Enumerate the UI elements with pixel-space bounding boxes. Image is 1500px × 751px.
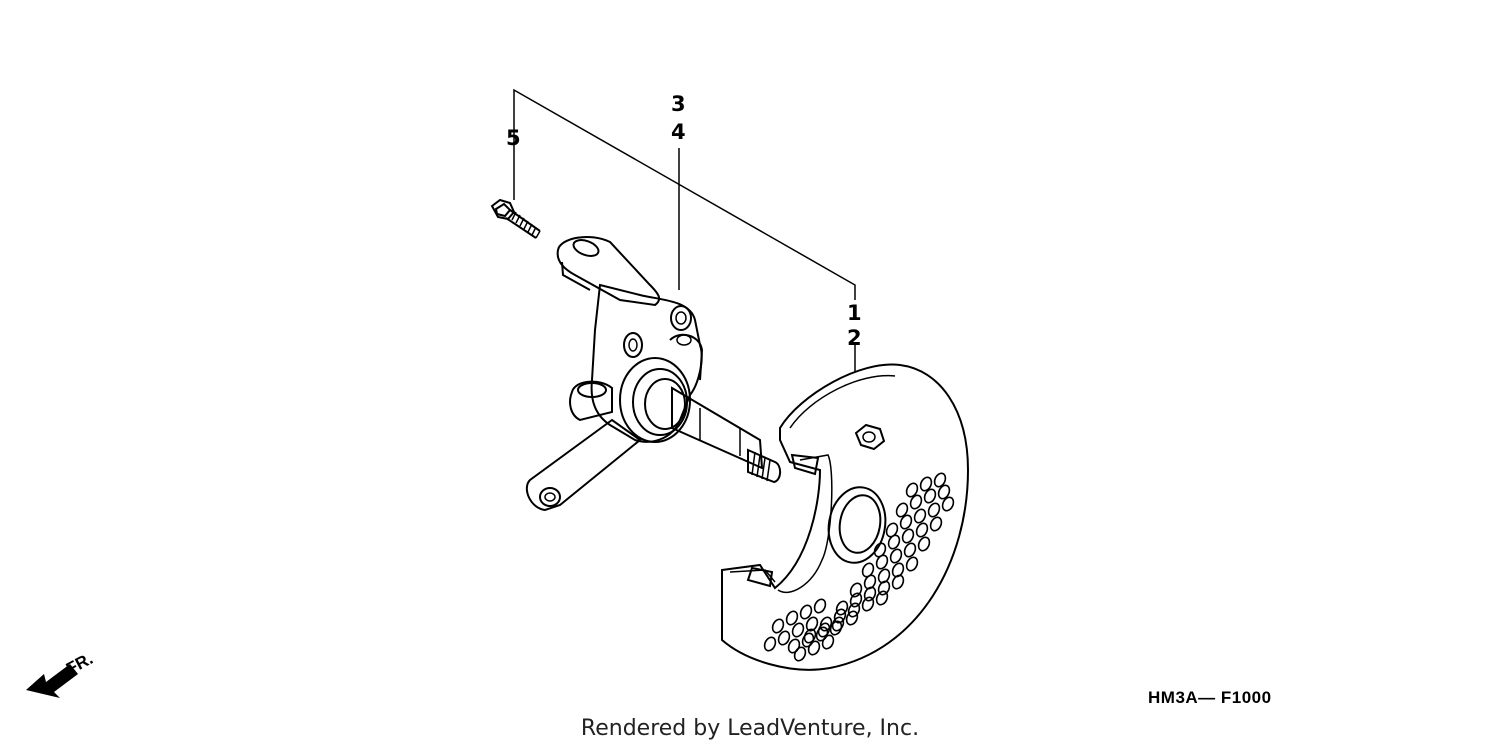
vent-hole (887, 534, 901, 550)
vent-hole (941, 496, 955, 512)
vent-hole (913, 508, 927, 524)
vent-hole (861, 562, 875, 578)
vent-hole (937, 484, 951, 500)
vent-hole (807, 640, 821, 656)
vent-hole (917, 536, 931, 552)
vent-hole (829, 620, 843, 636)
vent-hole (905, 482, 919, 498)
callout-1: 1 (847, 301, 862, 325)
leader-lines (513, 88, 856, 372)
vent-hole (877, 568, 891, 584)
vent-hole (763, 636, 777, 652)
front-direction-arrow: FR. (26, 649, 96, 698)
vent-hole (927, 502, 941, 518)
vent-hole (875, 554, 889, 570)
vent-hole (873, 542, 887, 558)
render-credit: Rendered by LeadVenture, Inc. (580, 716, 920, 741)
vent-hole (813, 598, 827, 614)
vent-hole (863, 586, 877, 602)
vent-hole (847, 602, 861, 618)
vent-hole (833, 608, 847, 624)
vent-hole (901, 528, 915, 544)
vent-hole (791, 622, 805, 638)
vent-hole (861, 596, 875, 612)
vent-hole (905, 556, 919, 572)
vent-hole (899, 514, 913, 530)
vent-hole (777, 630, 791, 646)
vent-hole (933, 472, 947, 488)
callout-2: 2 (847, 326, 862, 350)
vent-hole (815, 626, 829, 642)
vent-hole (891, 562, 905, 578)
dust-shield (721, 363, 970, 671)
callout-4: 4 (671, 120, 686, 144)
vent-hole (771, 618, 785, 634)
steering-knuckle (525, 235, 782, 512)
vent-hole (923, 488, 937, 504)
vent-hole (929, 516, 943, 532)
vent-hole (891, 574, 905, 590)
vent-hole (895, 502, 909, 518)
vent-hole (799, 604, 813, 620)
vent-hole (785, 610, 799, 626)
vent-hole (821, 634, 835, 650)
vent-hole (909, 494, 923, 510)
vent-hole (877, 580, 891, 596)
vent-hole (817, 622, 831, 638)
vent-hole (889, 548, 903, 564)
vent-hole (793, 646, 807, 662)
vent-hole (835, 600, 849, 616)
vent-hole (919, 476, 933, 492)
flange-bolt (490, 198, 541, 239)
vent-holes (763, 472, 955, 662)
vent-hole (831, 616, 845, 632)
vent-hole (863, 574, 877, 590)
vent-hole (915, 522, 929, 538)
vent-hole (903, 542, 917, 558)
vent-hole (875, 590, 889, 606)
callout-5: 5 (506, 126, 521, 150)
vent-hole (801, 632, 815, 648)
vent-hole (845, 610, 859, 626)
vent-hole (885, 522, 899, 538)
vent-hole (805, 616, 819, 632)
diagram-code: HM3A— F1000 (1148, 688, 1272, 707)
callout-3: 3 (671, 92, 686, 116)
vent-hole (849, 592, 863, 608)
